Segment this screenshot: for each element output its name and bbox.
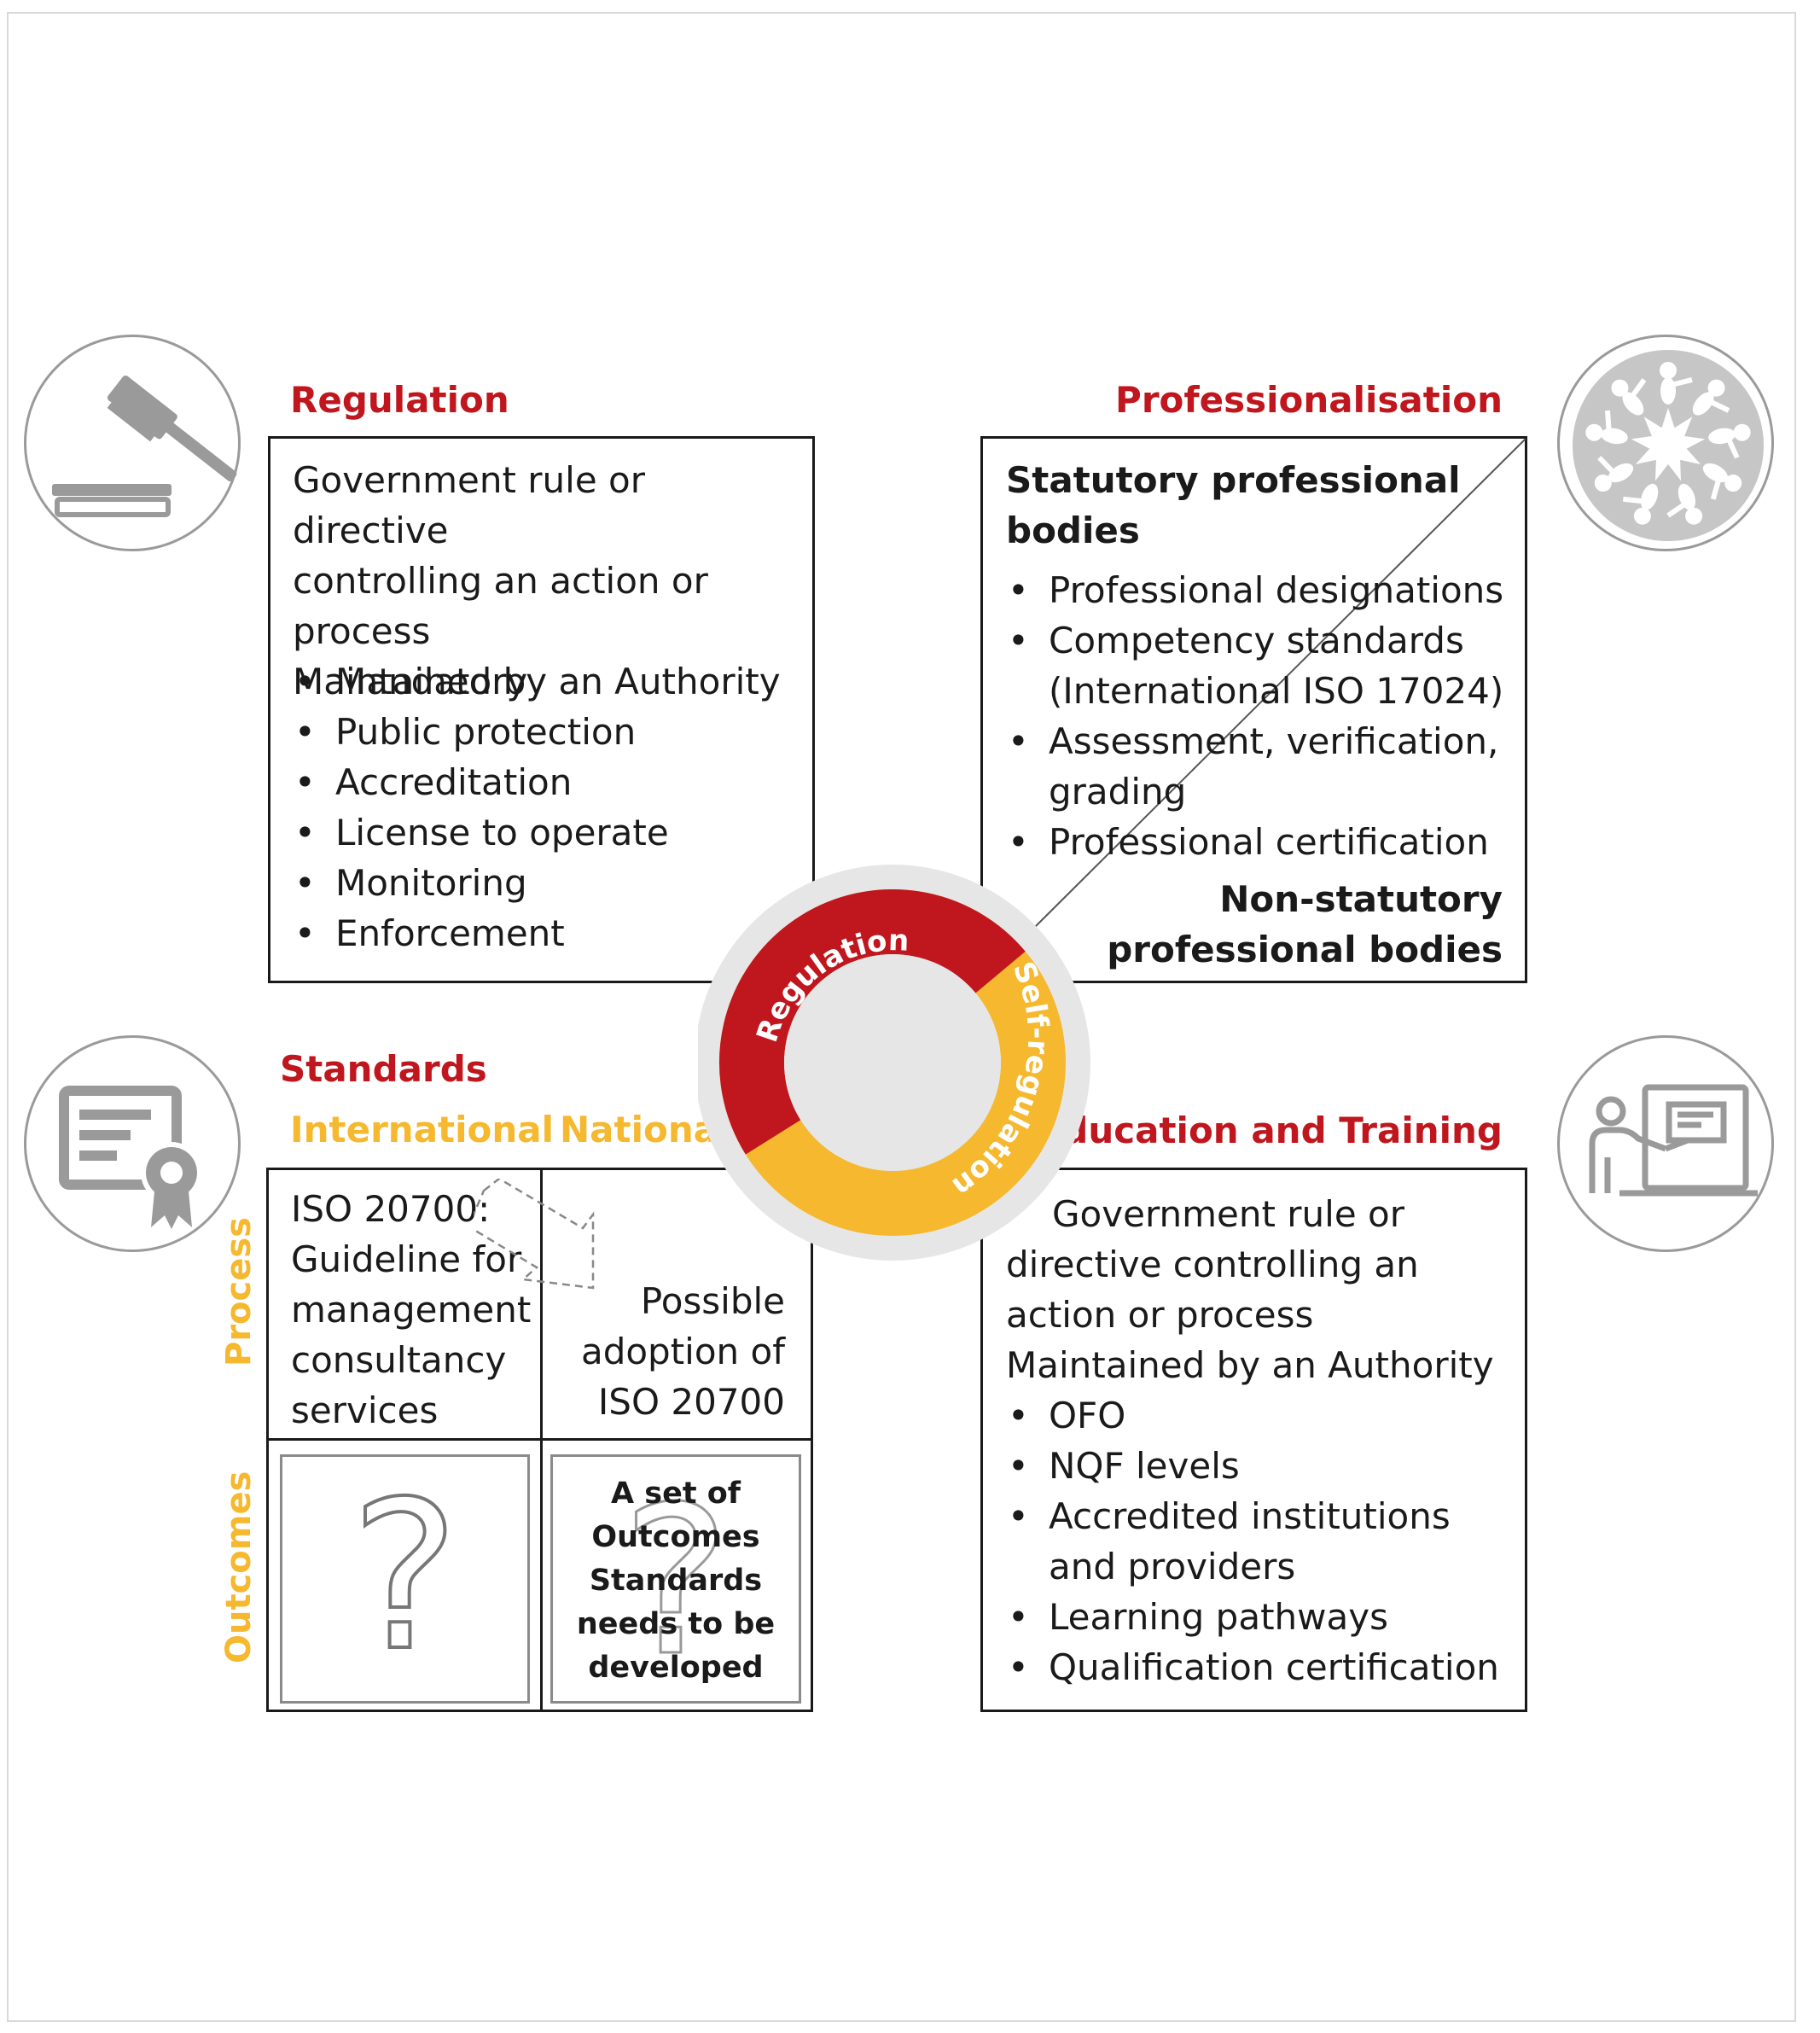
people-circle-icon	[1557, 335, 1774, 551]
standards-heading: Standards	[280, 1048, 487, 1090]
education-box: Government rule or directive controlling…	[980, 1168, 1527, 1712]
national-text-line: adoption of	[580, 1331, 785, 1372]
person-arm	[1627, 378, 1647, 402]
person-head	[1585, 423, 1603, 441]
education-list: OFO NQF levels Accredited institutionsan…	[1006, 1390, 1499, 1692]
person-head	[1685, 507, 1703, 525]
person-head	[1733, 423, 1751, 441]
regulation-text-line: controlling an action or	[293, 560, 708, 602]
person-head	[1594, 475, 1612, 492]
outcomes-text-line: Standards	[589, 1564, 763, 1598]
gavel-icon	[24, 335, 241, 551]
regulation-ring: Regulation Self-regulation	[698, 865, 1090, 1261]
person-arm	[1705, 397, 1730, 413]
grid-horizontal-divider	[269, 1438, 811, 1441]
person-arm	[1597, 456, 1619, 478]
list-item: NQF levels	[1008, 1441, 1499, 1491]
international-outcomes-cell: ?	[280, 1454, 530, 1704]
regulation-text-line: Government rule or directive	[293, 459, 645, 551]
list-item: License to operate	[294, 807, 669, 858]
person-arm	[1622, 496, 1648, 504]
list-item: Qualification certification	[1008, 1642, 1499, 1692]
person-arm	[1710, 475, 1723, 500]
list-item: Professional certification	[1008, 817, 1503, 867]
regulation-box: Government rule or directive controlling…	[268, 436, 815, 983]
iso-text-line: services	[291, 1389, 439, 1431]
iso-text-line: Guideline for	[291, 1238, 522, 1280]
person-arm	[1604, 410, 1613, 436]
statutory-heading-line: Statutory professional	[1006, 459, 1461, 501]
professionalisation-box: Statutory professional bodies Profession…	[980, 436, 1527, 983]
iso-text-line: management	[291, 1289, 532, 1331]
list-item: Public protection	[294, 707, 669, 757]
person-arm	[1666, 499, 1690, 518]
certificate-icon	[24, 1035, 241, 1252]
national-label: National	[560, 1109, 730, 1150]
education-text-line: action or process	[1006, 1294, 1314, 1336]
person-head	[1724, 475, 1742, 492]
outcomes-label: Outcomes	[219, 1471, 259, 1663]
list-item: Enforcement	[294, 908, 669, 958]
person-arm	[1724, 434, 1740, 459]
person-head	[1633, 507, 1651, 525]
list-item: Monitoring	[294, 858, 669, 908]
list-item: Mandatory	[294, 656, 669, 707]
question-mark-icon: ?	[620, 1462, 731, 1701]
professionalisation-list: Professional designations Competency sta…	[1006, 565, 1503, 867]
professionalisation-heading: Professionalisation	[1115, 379, 1503, 421]
list-item: Learning pathways	[1008, 1592, 1499, 1642]
outcomes-text-line: A set of	[610, 1477, 741, 1511]
person-body	[1608, 463, 1634, 483]
education-text-line: Maintained by an Authority	[1006, 1344, 1494, 1386]
list-item: Competency standards(International ISO 1…	[1008, 615, 1503, 716]
outcomes-text-line: needs to be	[576, 1607, 776, 1641]
iso-text-line: ISO 20700:	[291, 1188, 491, 1230]
education-text-line: directive controlling an	[1006, 1244, 1419, 1285]
figure-frame	[7, 12, 1796, 2022]
national-text-line: ISO 20700	[597, 1381, 785, 1423]
regulation-text-line: process	[293, 610, 431, 652]
national-outcomes-cell: ? A set of Outcomes Standards needs to b…	[550, 1454, 801, 1704]
national-text-line: Possible	[640, 1280, 785, 1322]
list-item: OFO	[1008, 1390, 1499, 1441]
standards-grid: ISO 20700: Guideline for management cons…	[266, 1168, 813, 1712]
star-shape	[1631, 408, 1706, 481]
regulation-list: Mandatory Public protection Accreditatio…	[293, 656, 669, 958]
list-item: Accreditation	[294, 757, 669, 807]
iso-text-line: consultancy	[291, 1339, 507, 1381]
person-body	[1660, 377, 1676, 405]
person-head	[1660, 362, 1677, 379]
international-label: International	[290, 1109, 555, 1150]
education-heading: Education and Training	[1038, 1110, 1503, 1151]
regulation-heading: Regulation	[290, 379, 509, 421]
person-head	[1707, 379, 1725, 397]
person-head	[1611, 379, 1629, 397]
list-item: Assessment, verification,grading	[1008, 716, 1503, 817]
statutory-heading-line: bodies	[1006, 510, 1140, 551]
non-statutory-line: Non-statutory	[1219, 878, 1503, 920]
teacher-screen-icon	[1557, 1035, 1774, 1252]
person-body	[1622, 392, 1644, 416]
person-arm	[1667, 377, 1693, 388]
process-label: Process	[219, 1217, 259, 1366]
outcomes-text-line: developed	[588, 1651, 764, 1685]
list-item: Professional designations	[1008, 565, 1503, 615]
adoption-arrow	[474, 1179, 595, 1290]
outcomes-text-line: Outcomes	[591, 1520, 760, 1554]
education-text-line: Government rule or	[1052, 1193, 1404, 1235]
question-mark-icon: ?	[349, 1457, 461, 1696]
non-statutory-line: professional bodies	[1107, 929, 1503, 970]
